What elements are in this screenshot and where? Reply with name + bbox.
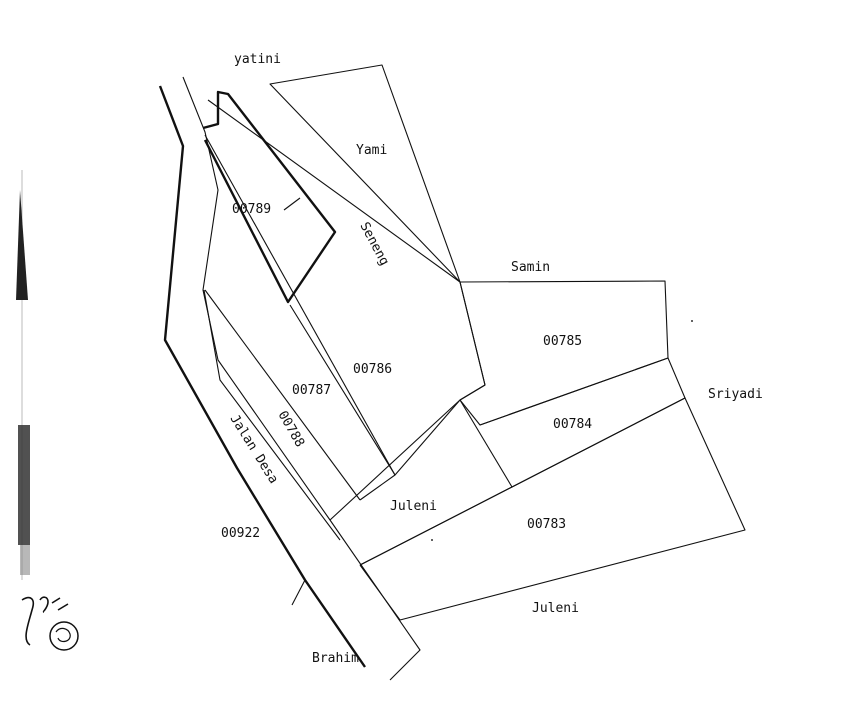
- parcel-label-00788: 00788: [275, 409, 308, 450]
- neighbor-label-yami: Yami: [356, 143, 387, 158]
- parcel-00783: [359, 397, 746, 621]
- handwritten-signature: [21, 596, 79, 651]
- neighbor-label-juleni-middle: Juleni: [390, 499, 437, 514]
- neighbor-label-sriyadi: Sriyadi: [708, 387, 763, 402]
- neighbor-label-seneng: Seneng: [356, 220, 391, 269]
- parcel-juleni-middle: [329, 399, 461, 521]
- neighbor-label-yatini: yatini: [234, 52, 281, 67]
- parcel-00787: [289, 304, 396, 501]
- parcel-label-00787: 00787: [292, 383, 331, 398]
- parcel-label-00786: 00786: [353, 362, 392, 377]
- neighbor-label-brahim: Brahim: [312, 651, 359, 666]
- parcel-label-00784: 00784: [553, 417, 592, 432]
- parcel-yami: [269, 64, 461, 283]
- parcel-label-00783: 00783: [527, 517, 566, 532]
- neighbor-label-samin: Samin: [511, 260, 550, 275]
- road-jalan-desa: [158, 76, 421, 681]
- neighbor-label-juleni-bottom: Juleni: [532, 601, 579, 616]
- parcel-label-00922: 00922: [221, 526, 260, 541]
- parcel-label-00789: 00789: [232, 202, 271, 217]
- scan-margin-marks: [16, 170, 30, 580]
- parcel-label-00785: 00785: [543, 334, 582, 349]
- parcel-00785: [459, 280, 669, 426]
- parcel-00789-boundary: [202, 90, 337, 304]
